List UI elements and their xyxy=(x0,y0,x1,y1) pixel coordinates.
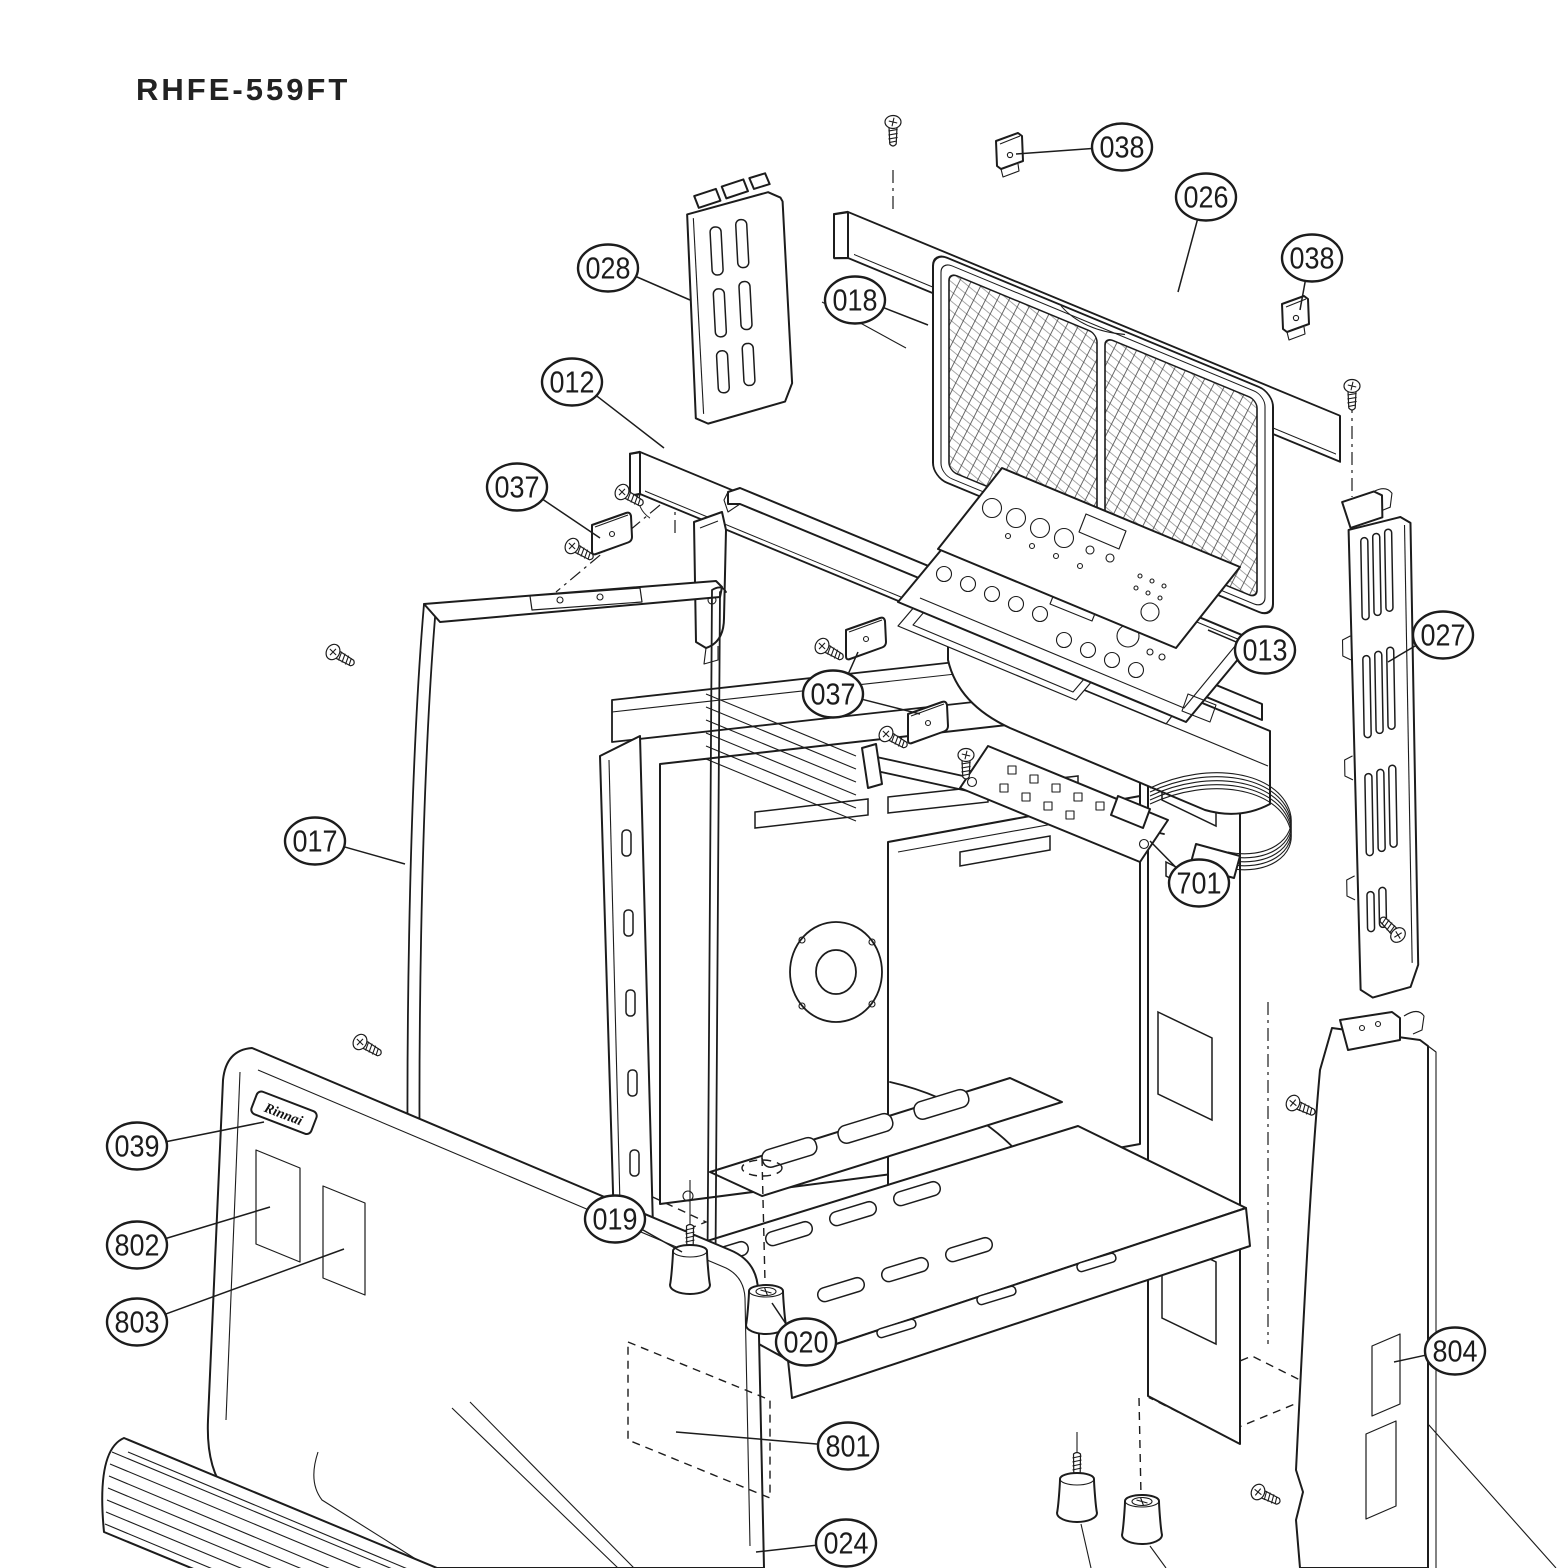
callout-label: 024 xyxy=(824,1526,869,1561)
screw-grille-right xyxy=(1343,378,1361,411)
callout-013: 013 xyxy=(1233,625,1297,675)
callout-label: 012 xyxy=(550,365,595,400)
callout-label: 701 xyxy=(1177,866,1222,901)
part-foot-rear-left xyxy=(1056,1432,1098,1568)
label-sticker-804b xyxy=(1365,1420,1397,1520)
callout-label: 027 xyxy=(1421,618,1466,653)
callout-label: 038 xyxy=(1290,241,1335,276)
callout-leader-024 xyxy=(755,1544,817,1553)
callout-leader-019 xyxy=(641,1228,683,1253)
callout-leader-802 xyxy=(165,1206,271,1240)
part-foot-019 xyxy=(669,1180,711,1295)
screw-side-panel-bottom xyxy=(1248,1481,1284,1510)
callout-leader-804 xyxy=(1393,1354,1426,1363)
callout-label: 037 xyxy=(495,470,540,505)
callout-label: 802 xyxy=(115,1228,160,1263)
callout-layer: 038 026 038 028 018 012 037 013 027 037 017 701 039 8… xyxy=(105,122,1487,1568)
bracket-037-b xyxy=(845,616,887,661)
callout-leader-028 xyxy=(635,275,691,301)
callout-label: 013 xyxy=(1243,633,1288,668)
callout-804: 804 xyxy=(1423,1326,1487,1376)
callout-leader-037 xyxy=(542,498,601,539)
callout-label: 020 xyxy=(784,1325,829,1360)
label-sticker-804a xyxy=(1371,1333,1401,1417)
callout-label: 038 xyxy=(1100,130,1145,165)
callout-label: 026 xyxy=(1184,180,1229,215)
callout-037: 037 xyxy=(485,462,549,512)
callout-label: 039 xyxy=(115,1129,160,1164)
screw-top-panel xyxy=(884,114,902,147)
callout-label: 804 xyxy=(1433,1334,1478,1369)
callout-leader-026 xyxy=(1177,219,1199,293)
callout-024: 024 xyxy=(814,1518,878,1568)
part-right-vent-panel-027 xyxy=(1341,488,1420,999)
screw-017-top xyxy=(322,641,359,672)
part-chassis xyxy=(599,655,1251,1445)
callout-leader-038 xyxy=(1299,280,1307,311)
callout-028: 028 xyxy=(576,243,640,293)
part-foot-020 xyxy=(745,1157,787,1335)
callout-leader-037 xyxy=(847,651,859,675)
callout-leader-039 xyxy=(166,1121,265,1143)
callout-leader-018 xyxy=(883,306,929,326)
callout-018: 018 xyxy=(823,275,887,325)
callout-label: 801 xyxy=(826,1429,871,1464)
part-bottom-grille xyxy=(101,1437,440,1568)
callout-037: 037 xyxy=(801,669,865,719)
callout-017: 017 xyxy=(283,816,347,866)
clip-038-right xyxy=(1281,295,1310,341)
callout-801: 801 xyxy=(816,1421,880,1471)
bracket-037-a xyxy=(591,511,633,556)
part-front-panel-024: Rinnai xyxy=(206,1047,771,1568)
control-faceplate-sheet xyxy=(937,467,1241,649)
part-control-board-013 xyxy=(897,519,1255,723)
part-foot-rear-right xyxy=(1121,1397,1167,1568)
callout-leader-038 xyxy=(1015,147,1093,155)
callout-leader-801 xyxy=(675,1431,819,1445)
callout-leader-017 xyxy=(343,846,406,865)
callout-label: 017 xyxy=(293,824,338,859)
chassis-louvers xyxy=(705,693,857,822)
callout-leader-037 xyxy=(862,698,921,715)
callout-leader-012 xyxy=(595,395,665,449)
callout-leader-027 xyxy=(1387,644,1417,663)
callout-leader-020 xyxy=(771,1302,787,1325)
callout-701: 701 xyxy=(1167,858,1231,908)
callout-leader-701 xyxy=(1149,840,1177,869)
callout-038: 038 xyxy=(1090,122,1154,172)
callout-label: 037 xyxy=(811,677,856,712)
callout-039: 039 xyxy=(105,1121,169,1171)
part-pcb-701 xyxy=(861,743,1292,879)
screw-037b xyxy=(811,635,848,666)
callout-leader-803 xyxy=(165,1248,345,1315)
callout-038: 038 xyxy=(1280,233,1344,283)
screw-017-bottom xyxy=(349,1031,386,1062)
callout-802: 802 xyxy=(105,1220,169,1270)
callout-label: 019 xyxy=(593,1202,638,1237)
screw-side-panel-top xyxy=(1283,1092,1319,1121)
callout-027: 027 xyxy=(1411,610,1475,660)
callout-label: 803 xyxy=(115,1305,160,1340)
page-title: RHFE-559FT xyxy=(136,72,350,107)
callout-012: 012 xyxy=(540,357,604,407)
part-left-vent-panel-028 xyxy=(686,172,794,425)
callout-leader-013 xyxy=(1207,629,1237,643)
callout-803: 803 xyxy=(105,1297,169,1347)
callout-020: 020 xyxy=(774,1317,838,1367)
callout-019: 019 xyxy=(583,1194,647,1244)
label-area-801 xyxy=(627,1340,771,1500)
label-sticker-802 xyxy=(255,1149,301,1263)
callout-026: 026 xyxy=(1174,172,1238,222)
callout-label: 018 xyxy=(833,283,878,318)
callout-label: 028 xyxy=(586,251,631,286)
part-right-side-panel xyxy=(1295,1010,1557,1568)
label-sticker-803 xyxy=(322,1185,366,1296)
clip-038-left xyxy=(995,132,1024,178)
ribbon-cable xyxy=(1149,772,1292,879)
